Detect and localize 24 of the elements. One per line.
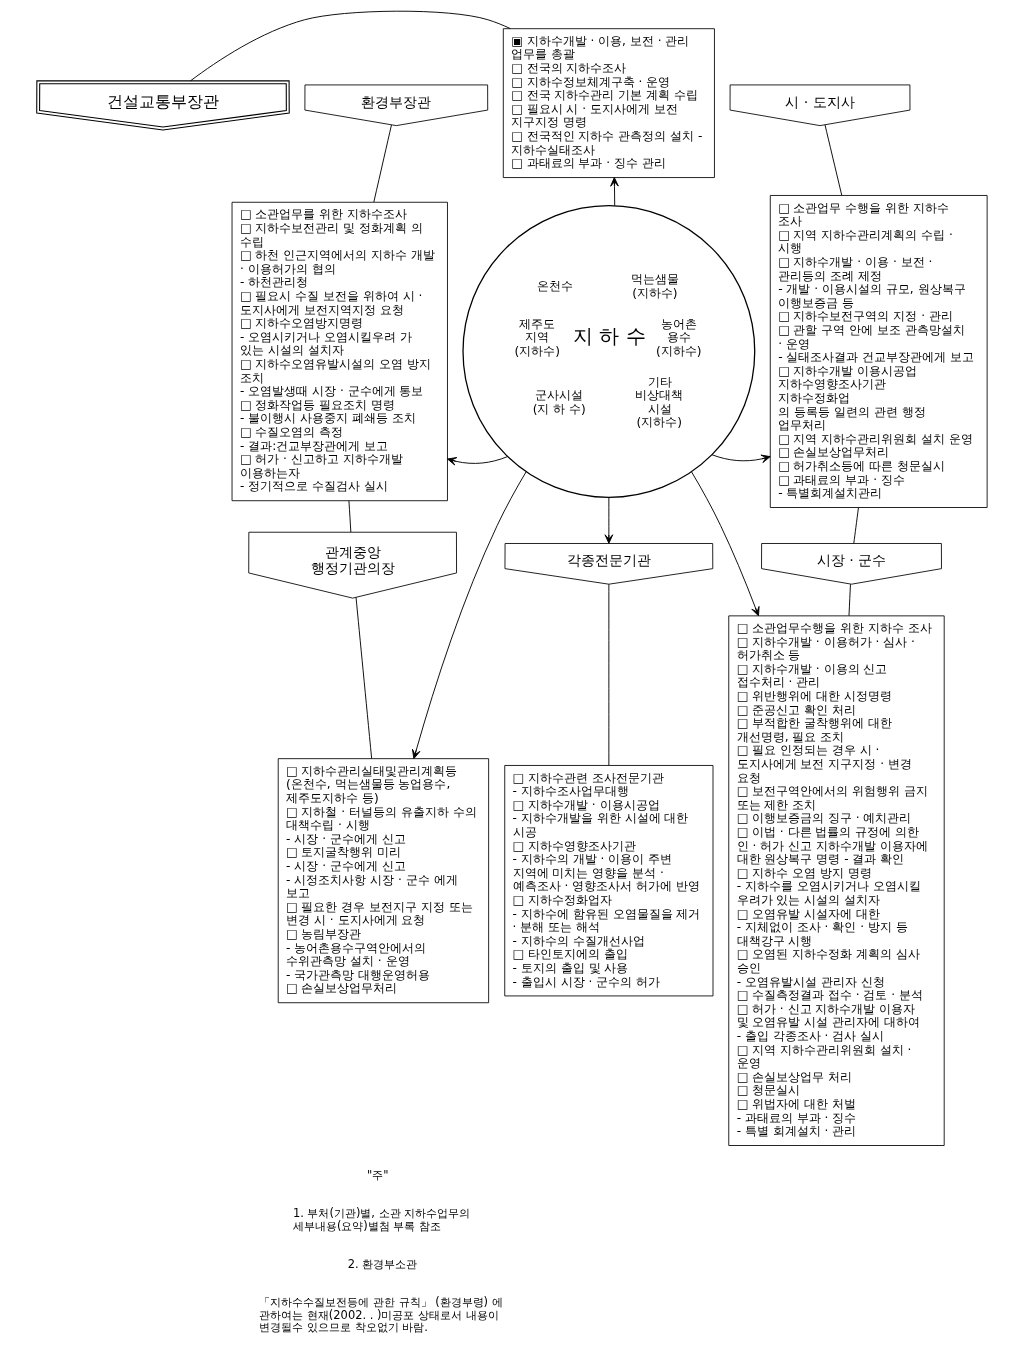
arrow (446, 456, 508, 466)
label: 「지하수수질보전등에 관한 규칙」 (환경부령) 에 관하여는 현재(2002. . )미공포 상태로서 내용이 변경될수 있으므로 착오없기 바람. (258, 1294, 503, 1335)
node-box: □ 소관업무를 위한 지하수조사 □ 지하수보전관리 및 정화계획 의 수립 □ 하천 인근지역에서의 지하수 개발 · 이용허가의 협의 - 하천관리청 □ 필요시 수질 보전을 위하여 시 · 도지사에게 보전지역지정 요청 □ 지하수오염방지명령 - 오염시키거나 오염시킬우려 가 있는 시설의 설치자 □ 지하수오염유발시설의 오염 방지 조치 - 오염발생때 시장 · 군수에게 통보 □ 정화작업등 필요조치 명령 - 불이행시 사용중지 폐쇄등 조치 □ 수질오염의 측정 - 결과:건교부장관에게 보고 □ 허가 · 신고하고 지하수개발 이용하는자 - 정기적으로 수질검사 실시 (231, 201, 448, 502)
label: "주" (366, 1168, 388, 1183)
connector (607, 583, 609, 766)
connector (189, 10, 511, 82)
connector (852, 507, 859, 544)
node-box: □ 지하수관리실태및관리계획등 (온천수, 먹는샘물등 농업용수, 제주도지하수 등) □ 지하철 · 터널등의 유출지하 수의 대책수립 · 시행 - 시장 · 군수에게 신고 □ 토지굴착행위 미리 - 시장 · 군수에게 신고 - 시정조치사항 시장 · 군수 에게 보고 □ 필요한 경우 보전지구 지정 또는 변경 시 · 도지사에게 요청 □ 농림부장관 - 농어촌용수구역안에서의 수위관측망 설치 · 운영 - 국가관측망 대행운영허용 □ 손실보상업무처리 (277, 758, 489, 1004)
arrow (690, 471, 760, 617)
label: 1. 부처(기관)별, 소관 지하수업무의 세부내용(요약)별첨 부록 참조 (292, 1205, 470, 1233)
node-box: ▣ 지하수개발 · 이용, 보전 · 관리 업무를 총괄 □ 전국의 지하수조사 □ 지하수정보체계구축 · 운영 □ 전국 지하수관리 기본 계획 수립 □ 필요시 시 · 도지사에게 보전 지구지정 명령 □ 전국적인 지하수 관측정의 설치 - 지하수실태조사 □ 과태료의 부과 · 징수 관리 (502, 28, 715, 178)
connector (848, 583, 851, 617)
label: 2. 환경부소관 (347, 1256, 417, 1271)
node-box: □ 소관업무수행을 위한 지하수 조사 □ 지하수개발 · 이용허가 · 심사 · 허가취소 등 □ 지하수개발 · 이용의 신고 접수처리 · 관리 □ 위반행위에 대한 시정명령 □ 준공신고 확인 처리 □ 부적합한 굴착행위에 대한 개선명령, 필요 조치 □ 필요 인정되는 경우 시 · 도지사에게 보전 지구지정 · 변경 요청 □ 보전구역안에서의 위험행위 금지 또는 제한 조치 □ 이행보증금의 징구 · 예치관리 □ 이법 · 다른 법률의 규정에 의한 인 · 허가 신고 지하수개발 이용자에 대한 원상복구 명령 - 결과 확인 □ 지하수 오염 방지 명령 - 지하수를 오염시키거나 오염시킬 우려가 있는 시설의 설치자 □ 오염유발 시설자에 대한 - 지체없이 조사 · 확인 · 방지 등 대책강구 시행 □ 오염된 지하수정화 계획의 심사 승인 - 오염유발시설 관리자 신청 □ 수질측정결과 접수 · 검토 · 분석 □ 허가 · 신고 지하수개발 이용자 및 오염유발 시설 관리자에 대하여 - 출입 각종조사 · 검사 실시 □ 지역 지하수관리위원회 설치 · 운영 □ 손실보상업무 처리 □ 청문실시 □ 위법자에 대한 처벌 - 과태료의 부과 · 징수 - 특별 회계설치 · 관리 (727, 615, 945, 1146)
arrow (609, 177, 619, 207)
connector (355, 596, 372, 759)
arrow (710, 454, 771, 464)
connector (347, 500, 351, 533)
arrow (411, 471, 527, 760)
connector (824, 124, 842, 196)
connector (372, 124, 392, 203)
node-box: □ 지하수관련 조사전문기관 - 지하수조사업무대행 □ 지하수개발 · 이용시공업 - 지하수개발을 위한 시설에 대한 시공 □ 지하수영향조사기관 - 지하수의 개발 · 이용이 주변 지역에 미치는 영향을 분석 · 예측조사 · 영향조사서 허가에 반영 □ 지하수정화업자 - 지하수에 함유된 오염물질을 제거 · 분해 또는 해석 - 지하수의 수질개선사업 □ 타인토지에의 출입 - 토지의 출입 및 사용 - 출입시 시장 · 군수의 허가 (503, 765, 713, 997)
arrow (604, 497, 613, 544)
node-box: □ 소관업무 수행을 위한 지하수 조사 □ 지역 지하수관리계획의 수립 · 시행 □ 지하수개발 · 이용 · 보전 · 관리등의 조례 제정 - 개발 · 이용시설의 규모, 원상복구 이행보증금 등 □ 지하수보전구역의 지정 · 관리 □ 관할 구역 안에 보조 관측망설치 · 운영 - 실태조사결과 건교부장관에게 보고 □ 지하수개발 이용시공업 지하수영향조사기관 지하수정화업 의 등록등 일련의 관련 행정 업무처리 □ 지역 지하수관리위원회 설치 운영 □ 손실보상업무처리 □ 허가취소등에 따른 청문실시 □ 과태료의 부과 · 징수 - 특별회계설치관리 (769, 195, 988, 508)
